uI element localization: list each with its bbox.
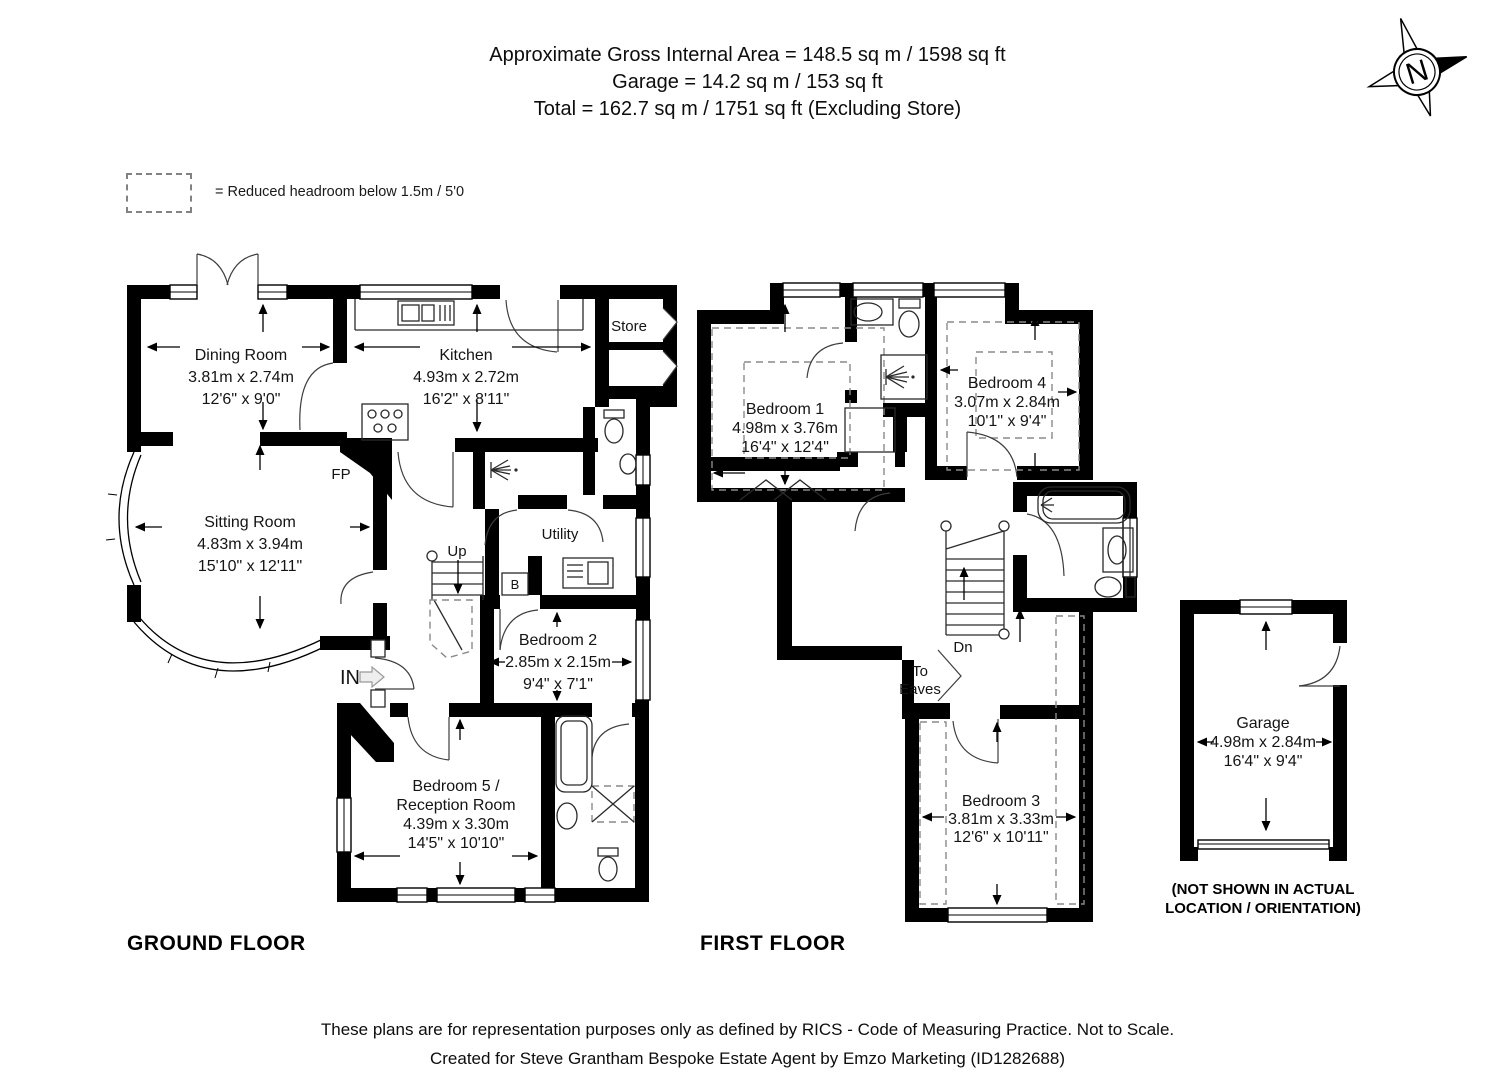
sitting-room-imperial: 15'10" x 12'11" bbox=[198, 558, 302, 575]
total-area: Total = 162.7 sq m / 1751 sq ft (Excludi… bbox=[533, 98, 962, 120]
cupboard bbox=[844, 407, 896, 453]
first-floor-plan: Bedroom 1 4.98m x 3.76m 16'4" x 12'4" Be… bbox=[697, 282, 1138, 923]
showerroom-basin-icon bbox=[850, 298, 894, 326]
ground-floor-plan: Dining Room 3.81m x 2.74m 12'6" x 9'0" K… bbox=[105, 253, 678, 903]
kitchen-metric: 4.93m x 2.72m bbox=[413, 369, 519, 386]
ground-dimension-arrows bbox=[134, 303, 633, 886]
ground-room-labels: Dining Room 3.81m x 2.74m 12'6" x 9'0" K… bbox=[188, 318, 647, 852]
boiler-box bbox=[501, 572, 529, 596]
garage-note-line1: (NOT SHOWN IN ACTUAL bbox=[1171, 881, 1355, 898]
reduced-headroom-swatch bbox=[126, 173, 192, 213]
disclaimer-line2: Created for Steve Grantham Bespoke Estat… bbox=[429, 1049, 1065, 1068]
stairs-down-icon bbox=[940, 520, 1010, 640]
store-label: Store bbox=[611, 318, 647, 335]
boiler-label: B bbox=[511, 577, 520, 592]
fireplace-label: FP bbox=[331, 466, 350, 483]
area-summary: Approximate Gross Internal Area = 148.5 … bbox=[0, 42, 1495, 123]
bedroom4-label: Bedroom 4 bbox=[968, 375, 1046, 392]
first-floor-title: FIRST FLOOR bbox=[700, 932, 846, 955]
ground-walls bbox=[127, 285, 677, 902]
entrance-label: IN bbox=[340, 667, 360, 689]
first-walls bbox=[697, 283, 1137, 922]
bedroom4-metric: 3.07m x 2.84m bbox=[954, 394, 1060, 411]
kitchen-label: Kitchen bbox=[439, 347, 492, 364]
bedroom1-imperial: 16'4" x 12'4" bbox=[741, 439, 829, 456]
stairs-up-icon bbox=[426, 550, 484, 659]
garage-labels: Garage 4.98m x 2.84m 16'4" x 9'4" bbox=[1210, 715, 1316, 770]
legend-label: = Reduced headroom below 1.5m / 5'0 bbox=[215, 184, 465, 200]
reduced-headroom-areas bbox=[711, 321, 1085, 905]
ground-floor-title: GROUND FLOOR bbox=[127, 932, 306, 955]
kitchen-sink-icon bbox=[397, 300, 455, 326]
bedroom3-metric: 3.81m x 3.33m bbox=[948, 811, 1054, 828]
to-eaves-label-line1: To bbox=[912, 663, 928, 680]
utility-sink-icon bbox=[562, 557, 614, 589]
garage-note: (NOT SHOWN IN ACTUAL LOCATION / ORIENTAT… bbox=[1150, 880, 1376, 918]
hob-icon bbox=[361, 403, 409, 441]
kitchen-imperial: 16'2" x 8'11" bbox=[423, 391, 510, 408]
garage-metric: 4.98m x 2.84m bbox=[1210, 734, 1316, 751]
ensuite-toilet-icon bbox=[597, 847, 619, 882]
ground-doors bbox=[196, 253, 678, 761]
garage-plan: Garage 4.98m x 2.84m 16'4" x 9'4" bbox=[1180, 599, 1347, 861]
bedroom1-wardrobe-icon bbox=[739, 479, 827, 501]
bedroom2-metric: 2.85m x 2.15m bbox=[505, 654, 611, 671]
bedroom1-label: Bedroom 1 bbox=[746, 401, 824, 418]
garage-note-line2: LOCATION / ORIENTATION) bbox=[1165, 900, 1361, 917]
wc-toilet-icon bbox=[603, 409, 625, 444]
bedroom1-metric: 4.98m x 3.76m bbox=[732, 420, 838, 437]
garage-area: Garage = 14.2 sq m / 153 sq ft bbox=[612, 71, 883, 93]
garage-dimension-arrows bbox=[1196, 620, 1333, 832]
dining-room-label: Dining Room bbox=[195, 347, 287, 364]
garage-openings bbox=[1197, 599, 1341, 850]
shower-icon bbox=[490, 459, 518, 481]
bedroom2-imperial: 9'4" x 7'1" bbox=[523, 676, 593, 693]
gross-internal-area: Approximate Gross Internal Area = 148.5 … bbox=[489, 44, 1006, 66]
first-windows bbox=[782, 282, 1138, 923]
ground-windows bbox=[105, 284, 651, 903]
bedroom2-label: Bedroom 2 bbox=[519, 632, 597, 649]
first-doors bbox=[806, 342, 1065, 764]
bathroom-basin-icon bbox=[1102, 527, 1134, 573]
to-eaves-label-line2: Eaves bbox=[899, 681, 941, 698]
first-fixtures bbox=[739, 298, 1136, 640]
disclaimer: These plans are for representation purpo… bbox=[0, 1015, 1495, 1073]
bedroom5-imperial: 14'5" x 10'10" bbox=[408, 835, 505, 852]
bathroom-toilet-icon bbox=[1094, 576, 1136, 598]
first-room-labels: Bedroom 1 4.98m x 3.76m 16'4" x 12'4" Be… bbox=[732, 375, 1060, 846]
bedroom5-metric: 4.39m x 3.30m bbox=[403, 816, 509, 833]
dining-room-imperial: 12'6" x 9'0" bbox=[202, 391, 281, 408]
garage-imperial: 16'4" x 9'4" bbox=[1224, 753, 1303, 770]
stairs-down-label: Dn bbox=[953, 639, 972, 656]
utility-label: Utility bbox=[542, 526, 579, 543]
sitting-room-metric: 4.83m x 3.94m bbox=[197, 536, 303, 553]
showerroom-shower-icon bbox=[880, 354, 928, 400]
bedroom3-imperial: 12'6" x 10'11" bbox=[953, 829, 1048, 846]
wc-basin-icon bbox=[619, 453, 637, 475]
bathroom-bath-icon bbox=[1037, 486, 1131, 524]
garage-label: Garage bbox=[1236, 715, 1289, 732]
sitting-room-label: Sitting Room bbox=[204, 514, 296, 531]
ensuite-bath-icon bbox=[555, 715, 593, 793]
bedroom5-label-line1: Bedroom 5 / bbox=[412, 778, 500, 795]
north-compass-icon: N bbox=[1366, 18, 1468, 117]
ensuite-basin-icon bbox=[556, 802, 578, 830]
dining-room-metric: 3.81m x 2.74m bbox=[188, 369, 294, 386]
bedroom5-label-line2: Reception Room bbox=[396, 797, 515, 814]
garage-walls bbox=[1180, 600, 1347, 861]
ground-fixtures bbox=[354, 299, 637, 882]
bedroom3-label: Bedroom 3 bbox=[962, 793, 1040, 810]
showerroom-toilet-icon bbox=[898, 298, 921, 338]
disclaimer-line1: These plans are for representation purpo… bbox=[320, 1020, 1175, 1039]
bedroom4-imperial: 10'1" x 9'4" bbox=[968, 413, 1047, 430]
first-dimension-arrows bbox=[712, 303, 1078, 906]
stairs-up-label: Up bbox=[447, 543, 466, 560]
entrance-arrow-icon bbox=[359, 665, 385, 689]
ensuite-shower-icon bbox=[591, 785, 635, 823]
